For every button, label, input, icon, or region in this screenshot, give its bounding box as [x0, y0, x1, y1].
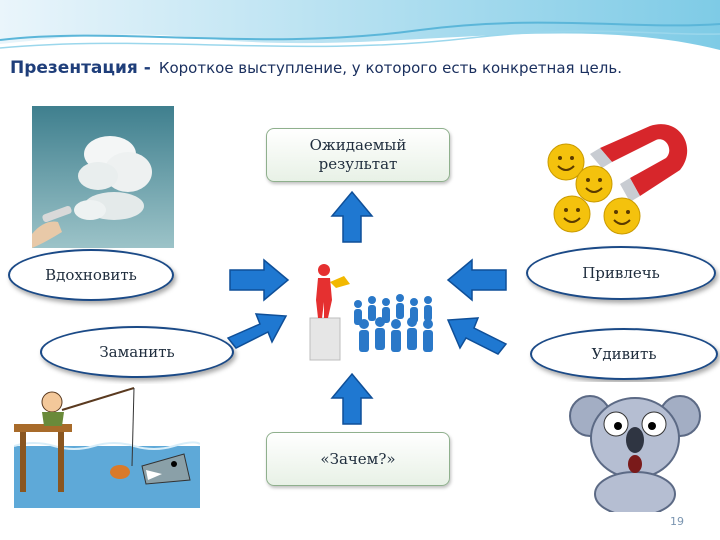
- oval-inspire-label: Вдохновить: [45, 266, 137, 284]
- speaker-crowd-image: [292, 250, 444, 370]
- why-box: «Зачем?»: [266, 432, 450, 486]
- header-wave-decoration: [0, 0, 720, 50]
- oval-surprise: Удивить: [530, 328, 718, 380]
- oval-attract-label: Привлечь: [582, 264, 660, 282]
- page-number: 19: [670, 515, 684, 528]
- oval-lure-label: Заманить: [99, 343, 175, 361]
- title-term: Презентация -: [10, 58, 151, 78]
- fishing-cartoon-image: [14, 384, 200, 508]
- expected-result-label: Ожидаемый результат: [309, 136, 407, 173]
- magnet-smileys-image: [530, 118, 696, 246]
- slide-title: Презентация - Короткое выступление, у кот…: [10, 58, 622, 78]
- arrow-right-up-icon: [226, 313, 288, 349]
- arrow-up-icon: [330, 190, 374, 243]
- oval-attract: Привлечь: [526, 246, 716, 300]
- cloud-spray-photo: [32, 106, 174, 248]
- oval-lure: Заманить: [40, 326, 234, 378]
- title-definition: Короткое выступление, у которого есть ко…: [158, 59, 622, 77]
- surprised-koala-image: [568, 382, 702, 512]
- why-label: «Зачем?»: [320, 450, 396, 468]
- arrow-right-icon: [229, 258, 290, 302]
- oval-surprise-label: Удивить: [591, 345, 657, 363]
- arrow-up-bottom-icon: [330, 372, 374, 425]
- arrow-left-down-icon: [446, 317, 508, 355]
- arrow-left-icon: [446, 258, 507, 302]
- expected-result-box: Ожидаемый результат: [266, 128, 450, 182]
- oval-inspire: Вдохновить: [8, 249, 174, 301]
